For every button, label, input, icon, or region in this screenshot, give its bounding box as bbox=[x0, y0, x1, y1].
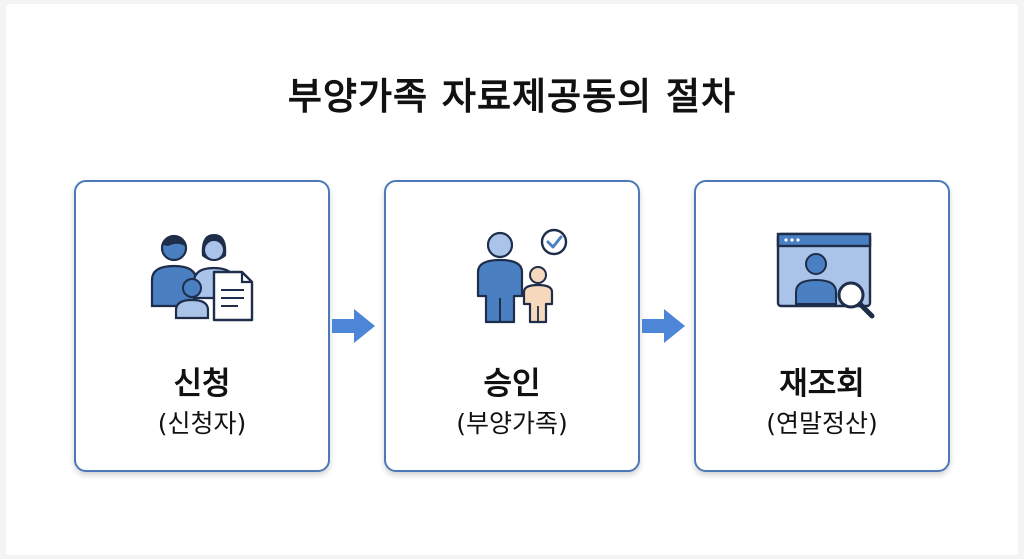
step-apply-card: 신청 (신청자) bbox=[74, 180, 330, 472]
step-approve-card: 승인 (부양가족) bbox=[384, 180, 640, 472]
step-recheck-title: 재조회 bbox=[779, 366, 865, 402]
browser-profile-search-icon bbox=[776, 232, 875, 319]
step-approve-subtitle: (부양가족) bbox=[456, 409, 568, 438]
step-apply-subtitle: (신청자) bbox=[157, 409, 247, 438]
arrow-right-icon bbox=[642, 309, 685, 343]
page-title: 부양가족 자료제공동의 절차 bbox=[287, 75, 737, 118]
step-approve-title: 승인 bbox=[483, 366, 541, 402]
arrow-right-icon bbox=[332, 309, 375, 343]
family-document-icon bbox=[150, 234, 254, 322]
step-apply-title: 신청 bbox=[173, 366, 231, 402]
adult-child-approval-icon bbox=[476, 228, 568, 324]
step-recheck-card: 재조회 (연말정산) bbox=[694, 180, 950, 472]
step-recheck-subtitle: (연말정산) bbox=[766, 409, 878, 438]
